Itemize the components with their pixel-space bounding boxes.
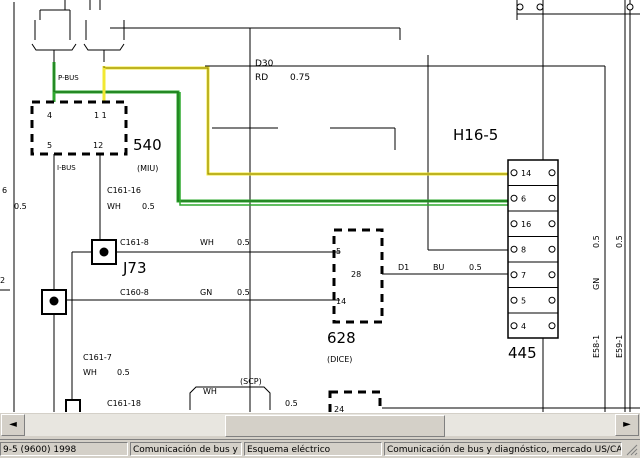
right-wire-size-1: 0.5 bbox=[592, 235, 601, 248]
module-bottom-box bbox=[328, 390, 382, 412]
wire-c161-7-color: WH bbox=[83, 368, 97, 377]
wire-c161-7-size: 0.5 bbox=[117, 368, 130, 377]
wire-c161-16-code: C161-16 bbox=[107, 186, 141, 195]
connector-pins: 14 6 16 8 7 5 4 bbox=[508, 169, 558, 331]
ibus-label: I-BUS bbox=[57, 164, 76, 172]
connector-pin-terminal bbox=[510, 296, 518, 304]
right-wire-color: GN bbox=[592, 278, 601, 290]
wire-d30-size: 0.75 bbox=[290, 73, 310, 83]
right-wire-e59: E59-1 bbox=[615, 335, 624, 358]
module-628-pin-14: 14 bbox=[336, 297, 346, 306]
module-540-pin-12: 12 bbox=[93, 141, 103, 150]
right-wire-size-2: 0.5 bbox=[615, 235, 624, 248]
wire-c161-16-size: 0.5 bbox=[142, 202, 155, 211]
wire-d1-size: 0.5 bbox=[469, 263, 482, 272]
right-wire-e58: E58-1 bbox=[592, 335, 601, 358]
module-628-pin-24: 24 bbox=[334, 405, 344, 412]
connector-pin-terminal bbox=[548, 271, 556, 279]
connector-pin-terminal bbox=[510, 245, 518, 253]
left-marker: 2 bbox=[0, 276, 5, 285]
left-wire-num: 6 bbox=[2, 186, 7, 195]
scp-size: 0.5 bbox=[285, 399, 298, 408]
status-doc-title: Comunicación de bus y diagnóstico, merca… bbox=[384, 442, 622, 456]
module-628-name: (DICE) bbox=[327, 355, 352, 364]
scp-bracket bbox=[189, 386, 271, 410]
connector-pin-terminal bbox=[510, 220, 518, 228]
scp-color: WH bbox=[203, 387, 217, 396]
module-540-number: 540 bbox=[133, 136, 162, 154]
pbus-label: P-BUS bbox=[58, 74, 79, 82]
status-model: 9-5 (9600) 1998 bbox=[0, 442, 128, 456]
wire-d1-code: D1 bbox=[398, 263, 409, 272]
wire-c161-8-color: WH bbox=[200, 238, 214, 247]
wire-c161-7-code: C161-7 bbox=[83, 353, 112, 362]
splice-bottom-box bbox=[65, 399, 81, 412]
splice-j73-dot bbox=[99, 247, 109, 257]
status-doc-type: Esquema eléctrico bbox=[244, 442, 382, 456]
module-540-name: (MIU) bbox=[137, 164, 158, 173]
wire-c160-8-color: GN bbox=[200, 288, 212, 297]
wire-c160-8-size: 0.5 bbox=[237, 288, 250, 297]
splice-lower-dot bbox=[49, 296, 59, 306]
left-wire-size: 0.5 bbox=[14, 202, 27, 211]
module-540-pin-11: 1 1 bbox=[94, 111, 107, 120]
connector-pin-number: 14 bbox=[521, 169, 531, 178]
connector-pin-terminal bbox=[510, 322, 518, 330]
connector-pin-number: 16 bbox=[521, 220, 531, 229]
module-540-box bbox=[30, 100, 128, 156]
wire-d30-code: D30 bbox=[255, 59, 274, 69]
module-540-pin-5: 5 bbox=[47, 141, 52, 150]
connector-pin-number: 4 bbox=[521, 322, 526, 331]
connector-pin-terminal bbox=[548, 220, 556, 228]
scroll-left-button[interactable]: ◄ bbox=[1, 414, 25, 436]
pbus-wires bbox=[52, 62, 508, 206]
wire-d1-color: BU bbox=[433, 263, 444, 272]
module-628-pin-5: 5 bbox=[336, 247, 341, 256]
module-628-number: 628 bbox=[327, 329, 356, 347]
ibus-wires bbox=[0, 154, 508, 412]
connector-label: H16-5 bbox=[453, 126, 498, 144]
connector-pin-terminal bbox=[510, 194, 518, 202]
wiring-diagram: D30 RD 0.75 P-BUS 4 1 1 5 12 540 (MIU) I… bbox=[0, 0, 640, 412]
connector-pin-terminal bbox=[510, 271, 518, 279]
connector-pin-terminal bbox=[510, 169, 518, 177]
scroll-right-button[interactable]: ► bbox=[615, 414, 639, 436]
horizontal-scrollbar[interactable]: ◄ ► bbox=[0, 412, 640, 439]
connector-pin-number: 7 bbox=[521, 271, 526, 280]
module-628-pin-28: 28 bbox=[351, 270, 361, 279]
scroll-track[interactable] bbox=[25, 414, 615, 437]
connector-pin-number: 8 bbox=[521, 245, 526, 254]
module-540-pin-4: 4 bbox=[47, 111, 52, 120]
wiring-diagram-viewer[interactable]: D30 RD 0.75 P-BUS 4 1 1 5 12 540 (MIU) I… bbox=[0, 0, 640, 412]
connector-pin-terminal bbox=[548, 322, 556, 330]
scroll-thumb[interactable] bbox=[225, 415, 445, 437]
wire-c161-8-code: C161-8 bbox=[120, 238, 149, 247]
connector-pin-number: 5 bbox=[521, 296, 526, 305]
connector-pin-terminal bbox=[548, 245, 556, 253]
wire-c161-16-color: WH bbox=[107, 202, 121, 211]
arrow-right-icon: ► bbox=[623, 419, 631, 430]
connector-pin-terminal bbox=[548, 296, 556, 304]
scp-label: (SCP) bbox=[240, 377, 262, 386]
connector-sub-label: 445 bbox=[508, 344, 537, 362]
wire-c160-8-code: C160-8 bbox=[120, 288, 149, 297]
wire-c161-18-code: C161-18 bbox=[107, 399, 141, 408]
connector-pin-number: 6 bbox=[521, 194, 526, 203]
splice-j73-label: J73 bbox=[122, 259, 147, 277]
d30-wire bbox=[110, 27, 606, 412]
connector-pin-terminal bbox=[548, 194, 556, 202]
resize-grip-icon[interactable] bbox=[624, 442, 638, 456]
status-section: Comunicación de bus y diagnóstic bbox=[130, 442, 242, 456]
top-brackets bbox=[13, 0, 125, 412]
connector-pin-terminal bbox=[548, 169, 556, 177]
status-bar: 9-5 (9600) 1998 Comunicación de bus y di… bbox=[0, 439, 640, 458]
wire-d30-color: RD bbox=[255, 73, 268, 83]
arrow-left-icon: ◄ bbox=[9, 419, 17, 430]
right-border bbox=[516, 0, 640, 412]
wire-c161-8-size: 0.5 bbox=[237, 238, 250, 247]
